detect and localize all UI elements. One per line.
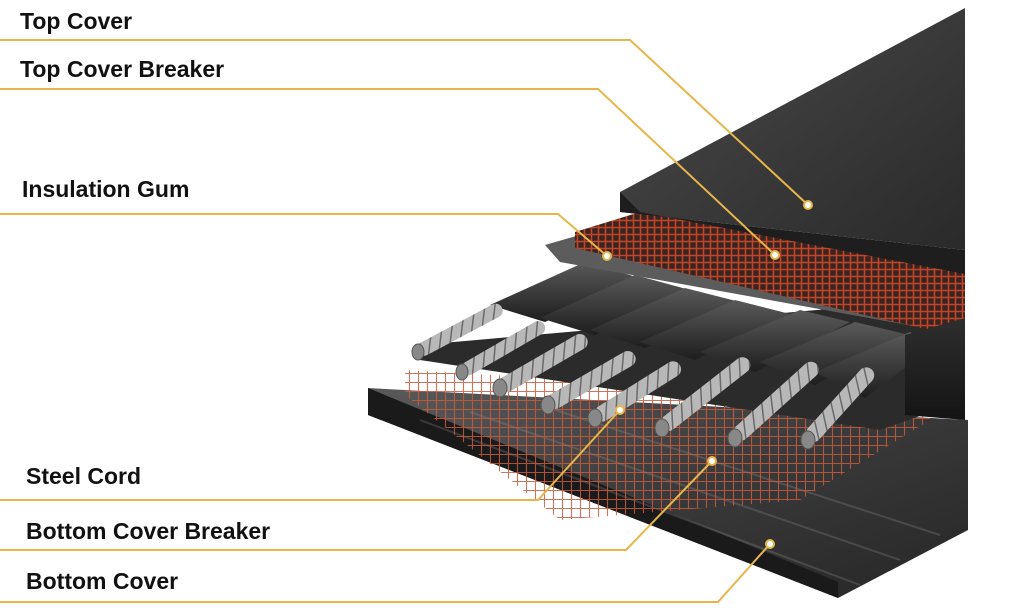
marker-top-cover-breaker xyxy=(770,250,780,260)
top-cover-shape xyxy=(620,8,965,250)
leader-insulation-gum xyxy=(0,213,608,257)
steel-cords-group xyxy=(411,262,935,450)
label-bottom-cover: Bottom Cover xyxy=(26,568,179,594)
leader-markers xyxy=(602,200,813,549)
label-top-cover: Top Cover xyxy=(20,8,133,34)
leader-top-cover-breaker xyxy=(0,88,776,256)
marker-bottom-cover-breaker xyxy=(707,456,717,466)
belt-side-face xyxy=(905,318,965,420)
leader-steel-cord xyxy=(0,409,621,501)
label-top-cover-breaker: Top Cover Breaker xyxy=(20,56,225,82)
leader-top-cover xyxy=(0,39,809,206)
marker-bottom-cover xyxy=(765,539,775,549)
marker-top-cover xyxy=(803,200,813,210)
leader-bottom-cover xyxy=(0,543,771,603)
label-steel-cord: Steel Cord xyxy=(26,463,142,489)
marker-steel-cord xyxy=(615,405,625,415)
label-bottom-cover-breaker: Bottom Cover Breaker xyxy=(26,518,271,544)
top-cover-front-edge xyxy=(620,192,965,274)
top-cover-breaker-shape xyxy=(575,212,965,330)
label-insulation-gum: Insulation Gum xyxy=(22,176,190,202)
leader-lines xyxy=(0,39,809,603)
marker-insulation-gum xyxy=(602,251,612,261)
leader-bottom-cover-breaker xyxy=(0,460,713,551)
